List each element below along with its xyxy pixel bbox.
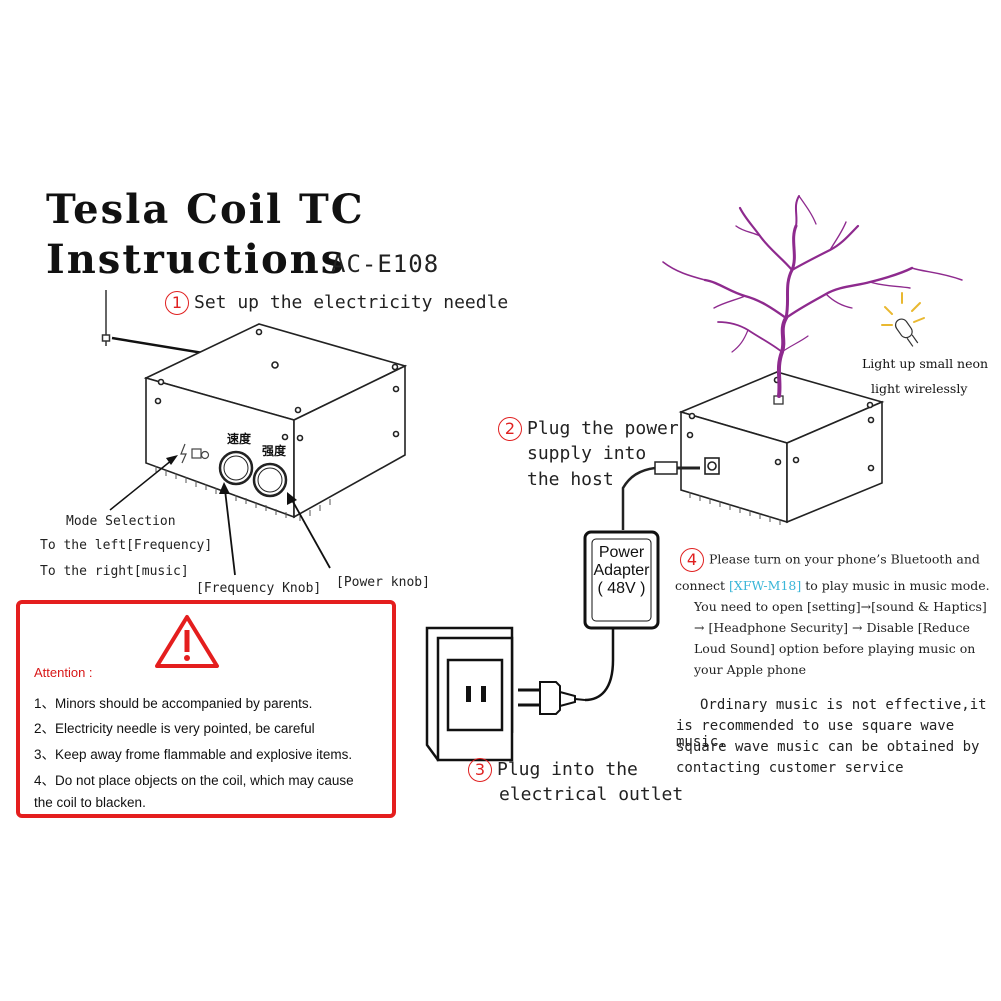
step4-line5: Loud Sound] option before playing music …	[694, 641, 976, 656]
electrical-outlet-icon	[425, 626, 514, 762]
power-knob-label: [Power knob]	[336, 575, 430, 590]
bluetooth-device-name: [XFW-M18]	[729, 578, 802, 593]
step3-line2: electrical outlet	[499, 784, 684, 805]
neon-bulb-icon	[881, 292, 925, 347]
step3-line1: Plug into the	[497, 759, 638, 780]
attention-item-1: 1、Minors should be accompanied by parent…	[34, 696, 313, 711]
ordinary-line1: Ordinary music is not effective,it	[700, 697, 987, 713]
adapter-label: Power Adapter ( 48V )	[585, 544, 658, 598]
neon-label-line2: light wirelessly	[871, 381, 968, 396]
host-box-right	[678, 371, 885, 524]
plasma-arc-icon	[662, 195, 963, 398]
mode-left-frequency: To the left[Frequency]	[40, 538, 213, 553]
attention-item-2: 2、Electricity needle is very pointed, be…	[34, 721, 315, 736]
page-title-line2: Instructions	[46, 236, 346, 283]
attention-item-3: 3、Keep away frome flammable and explosiv…	[34, 747, 353, 762]
frequency-knob-arrow	[219, 482, 236, 576]
adapter-line1: Power	[598, 544, 645, 561]
warning-triangle-icon	[155, 615, 219, 668]
step4-line4: → [Headphone Security] → Disable [Reduce	[694, 620, 970, 635]
step4-connect-text: connect	[675, 578, 726, 593]
step4-line6: your Apple phone	[694, 662, 807, 677]
dc-plug-icon	[621, 461, 700, 530]
power-knob-icon	[252, 462, 288, 498]
step1-number-badge: 1	[165, 291, 189, 315]
attention-item-4: 4、Do not place objects on the coil, whic…	[34, 773, 354, 788]
attention-title: Attention :	[34, 665, 93, 680]
step4-line1: 4 Please turn on your phone’s Bluetooth a…	[680, 548, 980, 572]
ordinary-line2: is recommended to use square wave music.	[676, 718, 955, 750]
step2-line3: the host	[527, 469, 614, 490]
power-knob-arrow	[287, 492, 331, 569]
ordinary-line3: square wave music can be obtained by	[676, 739, 980, 755]
page-title-line1: Tesla Coil TC	[46, 186, 365, 233]
adapter-line2: Adapter	[593, 562, 650, 579]
step4-number-badge: 4	[680, 548, 704, 572]
attention-item-4-cont: the coil to blacken.	[34, 795, 146, 810]
step2-line1: Plug the power	[527, 418, 679, 439]
neon-label-line1: Light up small neon	[862, 356, 989, 371]
step4-line1-text: Please turn on your phone’s Bluetooth an…	[709, 551, 980, 567]
frequency-knob-icon	[218, 450, 254, 486]
mode-selection-title: Mode Selection	[66, 514, 176, 529]
mode-right-music: To the right[music]	[40, 564, 189, 579]
heatsink-fins-right	[689, 492, 781, 525]
wall-plug-icon	[518, 681, 586, 715]
speed-knob-label: 速度	[227, 432, 252, 446]
strength-knob-label: 强度	[262, 444, 287, 458]
adapter-voltage: ( 48V )	[597, 580, 646, 597]
electricity-needle-icon	[101, 290, 111, 346]
step3-number-badge: 3	[468, 758, 492, 782]
step4-line3: You need to open [setting]→[sound & Hapt…	[694, 599, 987, 614]
frequency-knob-label: [Frequency Knob]	[196, 581, 322, 596]
mode-switch-icon	[180, 443, 210, 464]
step4-line2: connect [XFW-M18] to play music in music…	[675, 575, 990, 596]
mode-selection-arrow	[109, 455, 178, 511]
attention-box	[16, 600, 396, 818]
step2-number-badge: 2	[498, 417, 522, 441]
model-number: AC-E108	[331, 250, 440, 278]
ordinary-line4: contacting customer service	[676, 760, 904, 776]
step2-line2: supply into	[527, 443, 647, 464]
step1-text: Set up the electricity needle	[194, 292, 509, 313]
power-adapter-icon	[583, 530, 660, 702]
step4-music-mode-text: to play music in music mode.	[805, 578, 990, 593]
